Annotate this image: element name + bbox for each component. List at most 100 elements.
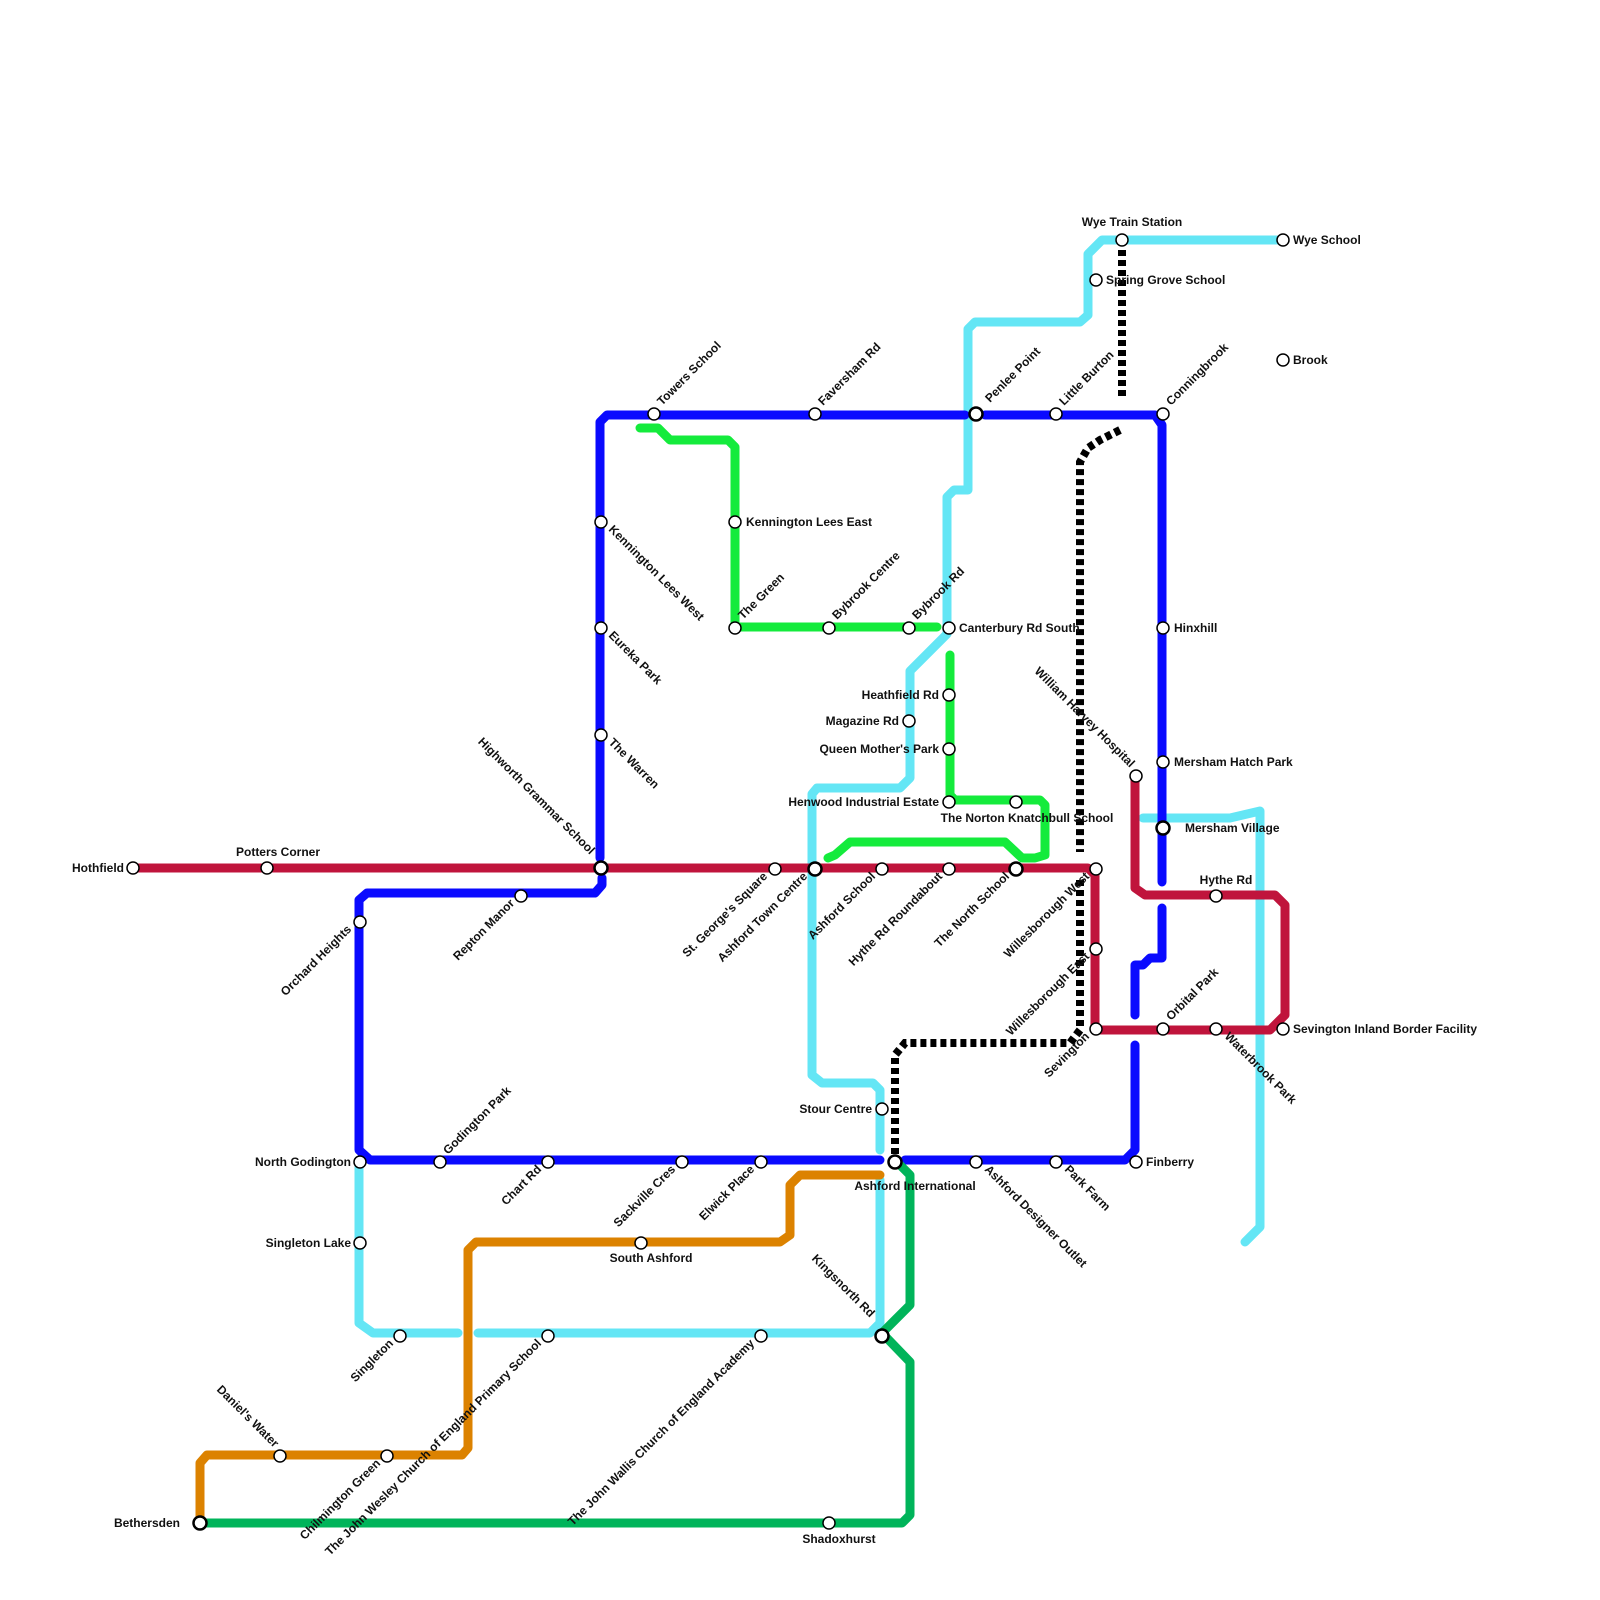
- station-marker[interactable]: [1276, 233, 1290, 247]
- station-highworth[interactable]: Highworth Grammar School: [475, 735, 609, 876]
- station-marker[interactable]: [1276, 1022, 1290, 1036]
- station-marker[interactable]: [942, 742, 956, 756]
- station-marker[interactable]: [1115, 233, 1129, 247]
- blue-line-south[interactable]: [900, 1040, 1140, 1165]
- station-queen-mothers[interactable]: Queen Mother's Park: [819, 742, 956, 756]
- darkgreen-line[interactable]: [202, 1155, 915, 1528]
- green-line-east[interactable]: [823, 650, 1050, 863]
- station-marker[interactable]: [647, 407, 661, 421]
- station-orchard-heights[interactable]: Orchard Heights: [278, 915, 367, 999]
- station-marker[interactable]: [1009, 795, 1023, 809]
- station-marker[interactable]: [1156, 1022, 1170, 1036]
- station-marker[interactable]: [192, 1515, 208, 1531]
- station-south-ashford[interactable]: South Ashford: [610, 1236, 693, 1265]
- station-marker[interactable]: [808, 407, 822, 421]
- blue-line-godington[interactable]: [354, 873, 885, 1165]
- station-marker[interactable]: [875, 862, 889, 876]
- station-marker[interactable]: [126, 861, 140, 875]
- station-john-wallis[interactable]: The John Wallis Church of England Academ…: [565, 1329, 768, 1528]
- station-ashford-intl[interactable]: Ashford International: [854, 1154, 976, 1194]
- station-eureka-park[interactable]: Eureka Park: [594, 621, 665, 687]
- station-marker[interactable]: [593, 860, 609, 876]
- station-penlee-point[interactable]: Penlee Point: [968, 344, 1044, 422]
- station-marker[interactable]: [273, 1449, 287, 1463]
- station-marker[interactable]: [594, 515, 608, 529]
- station-marker[interactable]: [380, 1449, 394, 1463]
- station-marker[interactable]: [433, 1155, 447, 1169]
- station-kennington-west[interactable]: Kennington Lees West: [594, 515, 707, 623]
- station-marker[interactable]: [1089, 273, 1103, 287]
- station-marker[interactable]: [1129, 769, 1143, 783]
- station-marker[interactable]: [675, 1155, 689, 1169]
- station-marker[interactable]: [634, 1236, 648, 1250]
- station-marker[interactable]: [902, 621, 916, 635]
- station-marker[interactable]: [1049, 407, 1063, 421]
- station-brook[interactable]: Brook: [1276, 353, 1328, 367]
- station-marker[interactable]: [1049, 1155, 1063, 1169]
- station-marker[interactable]: [353, 915, 367, 929]
- station-marker[interactable]: [728, 621, 742, 635]
- station-wye-school[interactable]: Wye School: [1276, 233, 1361, 247]
- station-shadoxhurst[interactable]: Shadoxhurst: [802, 1516, 876, 1546]
- station-marker[interactable]: [874, 1328, 890, 1344]
- station-william-harvey[interactable]: William Harvey Hospital: [1032, 664, 1143, 783]
- station-spring-grove[interactable]: Spring Grove School: [1089, 273, 1225, 287]
- station-hinxhill[interactable]: Hinxhill: [1156, 621, 1217, 635]
- station-marker[interactable]: [768, 862, 782, 876]
- cyan-line-south[interactable]: [473, 1175, 885, 1338]
- station-marker[interactable]: [594, 621, 608, 635]
- blue-line-east2[interactable]: [1130, 903, 1167, 1020]
- station-daniels-water[interactable]: Daniel's Water: [214, 1382, 287, 1463]
- station-marker[interactable]: [942, 795, 956, 809]
- station-marker[interactable]: [728, 515, 742, 529]
- station-marker[interactable]: [968, 406, 984, 422]
- station-faversham-rd[interactable]: Faversham Rd: [808, 340, 884, 421]
- station-marker[interactable]: [1156, 407, 1170, 421]
- station-the-warren[interactable]: The Warren: [594, 728, 662, 791]
- station-marker[interactable]: [1156, 755, 1170, 769]
- station-waterbrook-park[interactable]: Waterbrook Park: [1209, 1022, 1300, 1107]
- orange-line[interactable]: [195, 1170, 885, 1528]
- station-marker[interactable]: [754, 1155, 768, 1169]
- station-hothfield[interactable]: Hothfield: [72, 861, 140, 875]
- station-conningbrook[interactable]: Conningbrook: [1156, 340, 1231, 421]
- station-marker[interactable]: [875, 1102, 889, 1116]
- station-marker[interactable]: [942, 621, 956, 635]
- station-marker[interactable]: [353, 1155, 367, 1169]
- station-marker[interactable]: [541, 1155, 555, 1169]
- station-marker[interactable]: [260, 861, 274, 875]
- station-marker[interactable]: [822, 621, 836, 635]
- station-marker[interactable]: [1155, 820, 1171, 836]
- station-marker[interactable]: [902, 714, 916, 728]
- station-marker[interactable]: [1276, 353, 1290, 367]
- station-henwood[interactable]: Henwood Industrial Estate: [788, 795, 956, 809]
- station-elwick[interactable]: Elwick Place: [696, 1155, 768, 1223]
- station-marker[interactable]: [1209, 889, 1223, 903]
- station-mersham-hatch[interactable]: Mersham Hatch Park: [1156, 755, 1293, 769]
- station-sevington[interactable]: Sevington: [1041, 1022, 1103, 1080]
- station-godington-park[interactable]: Godington Park: [433, 1083, 514, 1169]
- station-bybrook-centre[interactable]: Bybrook Centre: [822, 548, 903, 635]
- station-marker[interactable]: [807, 861, 823, 877]
- station-singleton-lake[interactable]: Singleton Lake: [266, 1236, 367, 1250]
- station-marker[interactable]: [1008, 861, 1024, 877]
- cyan-line-west[interactable]: [354, 1155, 463, 1338]
- station-mersham-village[interactable]: Mersham Village: [1155, 820, 1280, 836]
- station-repton-manor[interactable]: Repton Manor: [450, 889, 528, 963]
- station-heathfield-rd[interactable]: Heathfield Rd: [862, 688, 956, 702]
- station-finberry[interactable]: Finberry: [1129, 1155, 1194, 1169]
- station-willesborough-west[interactable]: Willesborough West: [1001, 862, 1103, 960]
- station-sackville[interactable]: Sackville Cres: [611, 1155, 689, 1230]
- station-marker[interactable]: [594, 728, 608, 742]
- station-marker[interactable]: [1089, 942, 1103, 956]
- station-canterbury-rd[interactable]: Canterbury Rd South: [942, 621, 1080, 635]
- station-marker[interactable]: [969, 1155, 983, 1169]
- station-norton-knatchbull[interactable]: The Norton Knatchbull School: [941, 795, 1114, 825]
- station-magazine-rd[interactable]: Magazine Rd: [826, 714, 916, 728]
- station-stour-centre[interactable]: Stour Centre: [799, 1102, 889, 1116]
- blue-line[interactable]: [595, 410, 970, 863]
- station-marker[interactable]: [754, 1329, 768, 1343]
- station-marker[interactable]: [514, 889, 528, 903]
- station-marker[interactable]: [887, 1154, 903, 1170]
- station-marker[interactable]: [1129, 1155, 1143, 1169]
